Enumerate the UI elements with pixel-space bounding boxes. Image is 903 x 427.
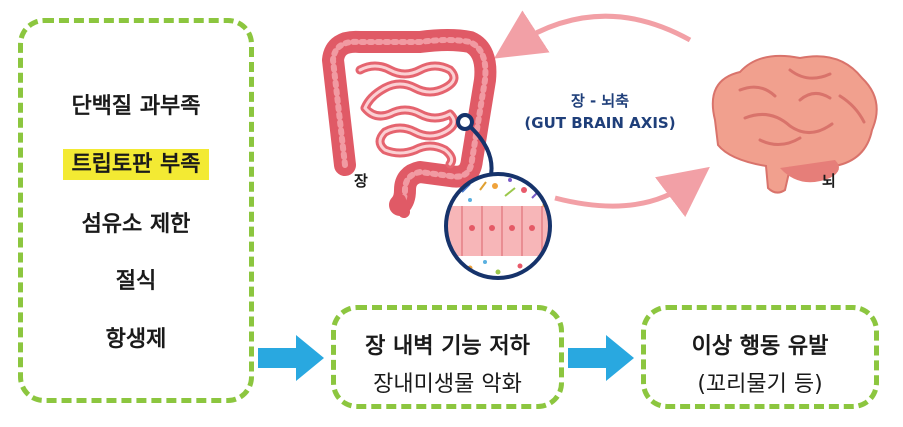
axis-arrow-to-gut — [494, 10, 692, 59]
behavior-box: 이상 행동 유발 (꼬리물기 등) — [641, 305, 879, 409]
intestine-icon — [322, 29, 497, 218]
cause-antibiotics: 항생제 — [105, 327, 167, 352]
axis-arrow-to-brain — [554, 166, 710, 218]
brain-icon — [711, 54, 878, 194]
gut-lining-magnified-icon — [444, 172, 552, 280]
axis-korean-label: 장 - 뇌축 — [570, 92, 630, 110]
gut-function-box: 장 내벽 기능 저하 장내미생물 악화 — [331, 305, 564, 409]
gut-function-line2: 장내미생물 악화 — [373, 372, 522, 397]
gut-function-line1: 장 내벽 기능 저하 — [365, 334, 530, 359]
axis-english-label: (GUT BRAIN AXIS) — [524, 114, 676, 132]
flow-arrow-1-icon — [258, 335, 324, 381]
cause-fasting: 절식 — [115, 269, 157, 294]
flow-arrow-2-icon — [568, 335, 634, 381]
causes-box: 단백질 과부족 트립토판 부족 섬유소 제한 절식 항생제 — [18, 18, 254, 403]
cause-tryptophan: 트립토판 부족 — [23, 146, 249, 180]
cause-protein: 단백질 과부족 — [71, 94, 201, 119]
brain-label: 뇌 — [822, 172, 836, 190]
gut-label: 장 — [354, 172, 368, 190]
behavior-line2: (꼬리물기 등) — [697, 372, 823, 397]
behavior-line1: 이상 행동 유발 — [691, 334, 829, 359]
cause-fiber: 섬유소 제한 — [81, 212, 191, 237]
